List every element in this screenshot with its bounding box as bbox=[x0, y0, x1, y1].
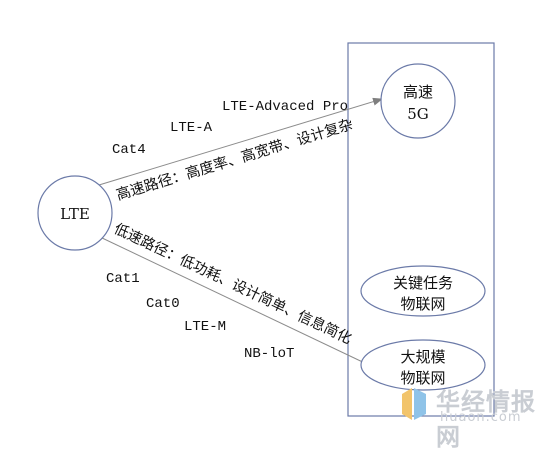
low-speed-path-label: 低速路径：低功耗、设计简单、信息简化 bbox=[111, 220, 354, 347]
label-cat4: Cat4 bbox=[112, 142, 146, 158]
high-speed-arrow bbox=[98, 97, 383, 186]
watermark: 华经情报网 huaon.com bbox=[398, 382, 548, 451]
high-speed-5g-line1: 高速 bbox=[403, 83, 433, 101]
label-lte-a: LTE-A bbox=[170, 120, 213, 136]
massive-iot-line1: 大规模 bbox=[400, 348, 445, 366]
lte-node bbox=[37, 175, 113, 251]
high-speed-5g-line2: 5G bbox=[407, 105, 429, 123]
massive-iot-line2: 物联网 bbox=[400, 369, 445, 387]
mission-critical-iot-line2: 物联网 bbox=[400, 295, 445, 313]
watermark-logo-icon bbox=[402, 388, 426, 420]
label-nb-iot: NB-loT bbox=[244, 346, 294, 362]
label-cat1: Cat1 bbox=[106, 271, 140, 287]
label-lte-m: LTE-M bbox=[184, 319, 226, 335]
low-speed-arrow bbox=[99, 236, 372, 367]
label-lte-advanced-pro: LTE-Advaced Pro bbox=[222, 99, 348, 115]
mission-critical-iot-node bbox=[360, 265, 486, 317]
mission-critical-iot-line1: 关键任务 bbox=[393, 274, 453, 292]
lte-node-label: LTE bbox=[60, 205, 90, 223]
watermark-url: huaon.com bbox=[440, 410, 522, 425]
high-speed-5g-node bbox=[380, 63, 456, 139]
massive-iot-node bbox=[360, 339, 486, 391]
diagram-canvas: LTE 高速 5G 关键任务 物联网 大规模 物联网 高速路径：高度率、高宽带、… bbox=[37, 42, 495, 417]
label-cat0: Cat0 bbox=[146, 296, 180, 312]
high-speed-path-label: 高速路径：高度率、高宽带、设计复杂 bbox=[114, 115, 355, 204]
